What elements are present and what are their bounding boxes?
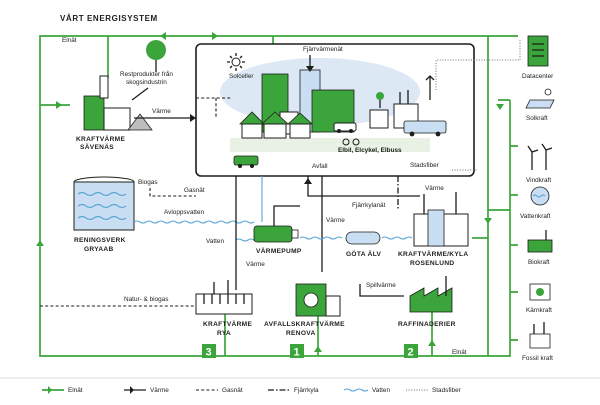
gota-alv-icon xyxy=(345,231,381,245)
label-avloppsvatten: Avloppsvatten xyxy=(164,209,204,216)
label-varme-pump: Värme xyxy=(246,261,265,268)
reningsverk-icon xyxy=(73,176,135,231)
label-elnat-top: Elnät xyxy=(62,37,77,44)
svg-text:2: 2 xyxy=(408,347,414,359)
label-elbil: Elbil, Elcykel, Elbuss xyxy=(338,147,402,154)
badge-rya: 3 xyxy=(202,344,216,359)
river-line-right xyxy=(381,236,413,240)
legend-item-elnat: Elnät xyxy=(42,386,83,394)
heat-line-spillvarme xyxy=(359,284,404,297)
svg-text:Gasnät: Gasnät xyxy=(222,387,243,394)
varmepump-icon xyxy=(253,225,299,243)
heat-line-city-rosenlund xyxy=(307,176,420,197)
label-reningsverk-1: RENINGSVERK xyxy=(74,237,126,244)
label-reningsverk-2: GRYAAB xyxy=(84,246,114,253)
legend-item-varme: Värme xyxy=(124,386,169,394)
source-biokraft: Biokraft xyxy=(527,230,553,266)
rosenlund-plant-icon xyxy=(413,192,469,247)
bio-plant-icon xyxy=(527,239,553,253)
wind-turbine-icon xyxy=(527,143,553,170)
gas-line-city xyxy=(196,97,232,118)
electric-grid-arrows xyxy=(36,32,504,352)
label-avfallskraftvarme-2: RENOVA xyxy=(286,330,316,337)
source-solkraft: Solkraft xyxy=(525,88,555,122)
heat-arrow-city xyxy=(304,178,312,184)
label-fjarrkylanat: Fjärrkylanät xyxy=(352,202,386,209)
label-kraftvarme-savenas-2: SÄVENÄS xyxy=(80,143,114,151)
river-line-left xyxy=(299,236,343,240)
legend: Elnät Värme Gasnät Fjärrkyla Vatten Stad… xyxy=(42,386,462,394)
label-gasnat: Gasnät xyxy=(184,187,205,194)
diagram-title: VÅRT ENERGISYSTEM xyxy=(60,14,158,23)
svg-text:Solkraft: Solkraft xyxy=(526,115,548,122)
legend-item-gasnat: Gasnät xyxy=(196,387,243,394)
label-varmepump: VÄRMEPUMP xyxy=(256,247,302,255)
label-varme-savenas: Värme xyxy=(152,108,171,115)
label-restprodukter-1: Restprodukter från xyxy=(120,70,173,78)
source-vindkraft: Vindkraft xyxy=(526,143,553,184)
label-kraftvarme-savenas-1: KRAFTVÄRME xyxy=(76,135,125,143)
restprodukter-arrow xyxy=(131,87,149,101)
label-gota-alv: GÖTA ÄLV xyxy=(346,249,382,258)
svg-text:Datacenter: Datacenter xyxy=(522,73,554,80)
svg-text:Stadsfiber: Stadsfiber xyxy=(432,387,462,394)
label-kraftvarme-rya-2: RYA xyxy=(217,330,231,337)
car-charging-icon xyxy=(233,155,259,168)
svg-text:1: 1 xyxy=(294,347,300,359)
label-stadsfiber: Stadsfiber xyxy=(410,162,440,169)
server-icon xyxy=(527,35,549,67)
label-natur-biogas: Natur- & biogas xyxy=(124,296,168,303)
label-kraftvarme-kyla-2: ROSENLUND xyxy=(410,260,454,267)
legend-item-vatten: Vatten xyxy=(343,387,390,394)
heat-arrow-savenas xyxy=(190,114,196,122)
fjarrvarme-arrowhead xyxy=(306,66,314,72)
label-avfall: Avfall xyxy=(312,163,328,170)
source-karnkraft: Kärnkraft xyxy=(526,283,552,314)
svg-text:Vattenkraft: Vattenkraft xyxy=(520,213,551,220)
gas-line-biogas xyxy=(149,188,196,197)
wastewater-line xyxy=(133,220,255,224)
svg-text:3: 3 xyxy=(206,347,212,359)
svg-text:Elnät: Elnät xyxy=(68,387,83,394)
svg-text:Kärnkraft: Kärnkraft xyxy=(526,307,552,314)
label-varme-ryalink: Värme xyxy=(326,217,345,224)
label-spillvarme: Spillvärme xyxy=(366,282,396,289)
raffinaderier-icon xyxy=(409,276,453,313)
solar-panel-icon xyxy=(525,99,555,109)
svg-text:Fjärrkyla: Fjärrkyla xyxy=(294,387,319,394)
label-restprodukter-2: skogsindustrin xyxy=(126,79,167,86)
svg-text:Vindkraft: Vindkraft xyxy=(526,177,551,184)
svg-text:Biokraft: Biokraft xyxy=(528,259,550,266)
source-datacenter: Datacenter xyxy=(522,35,554,80)
fossil-plant-icon xyxy=(529,333,551,349)
heat-line-pump xyxy=(273,205,300,226)
svg-text:Värme: Värme xyxy=(150,387,169,394)
svg-text:Fossil kraft: Fossil kraft xyxy=(522,355,553,362)
legend-item-fjarrkyla: Fjärrkyla xyxy=(268,387,319,394)
savenas-plant-icon xyxy=(83,40,166,131)
label-biogas: Biogas xyxy=(138,179,158,186)
label-raffinaderier: RAFFINADERIER xyxy=(398,321,456,328)
source-fossil: Fossil kraft xyxy=(522,322,553,362)
label-avfallskraftvarme-1: AVFALLSKRAFTVÄRME xyxy=(264,320,345,328)
rya-plant-icon xyxy=(195,280,253,315)
city-buildings xyxy=(227,53,447,146)
svg-text:Vatten: Vatten xyxy=(372,387,390,394)
label-varme-rosenlund: Värme xyxy=(425,185,444,192)
water-icon xyxy=(530,186,550,206)
label-fjarrvarmenat: Fjärrvärmenät xyxy=(303,46,343,53)
label-kraftvarme-rya-1: KRAFTVÄRME xyxy=(203,320,252,328)
badge-raffinaderier: 2 xyxy=(404,344,418,359)
source-vattenkraft: Vattenkraft xyxy=(520,186,551,220)
legend-item-stadsfiber: Stadsfiber xyxy=(406,387,462,394)
label-solceller: Solceller xyxy=(229,73,254,80)
label-vatten: Vatten xyxy=(206,238,224,245)
label-kraftvarme-kyla-1: KRAFTVÄRME/KYLA xyxy=(398,250,468,258)
label-elnat-bottom: Elnät xyxy=(452,349,467,356)
renova-plant-icon xyxy=(295,283,341,317)
badge-renova: 1 xyxy=(290,344,304,359)
